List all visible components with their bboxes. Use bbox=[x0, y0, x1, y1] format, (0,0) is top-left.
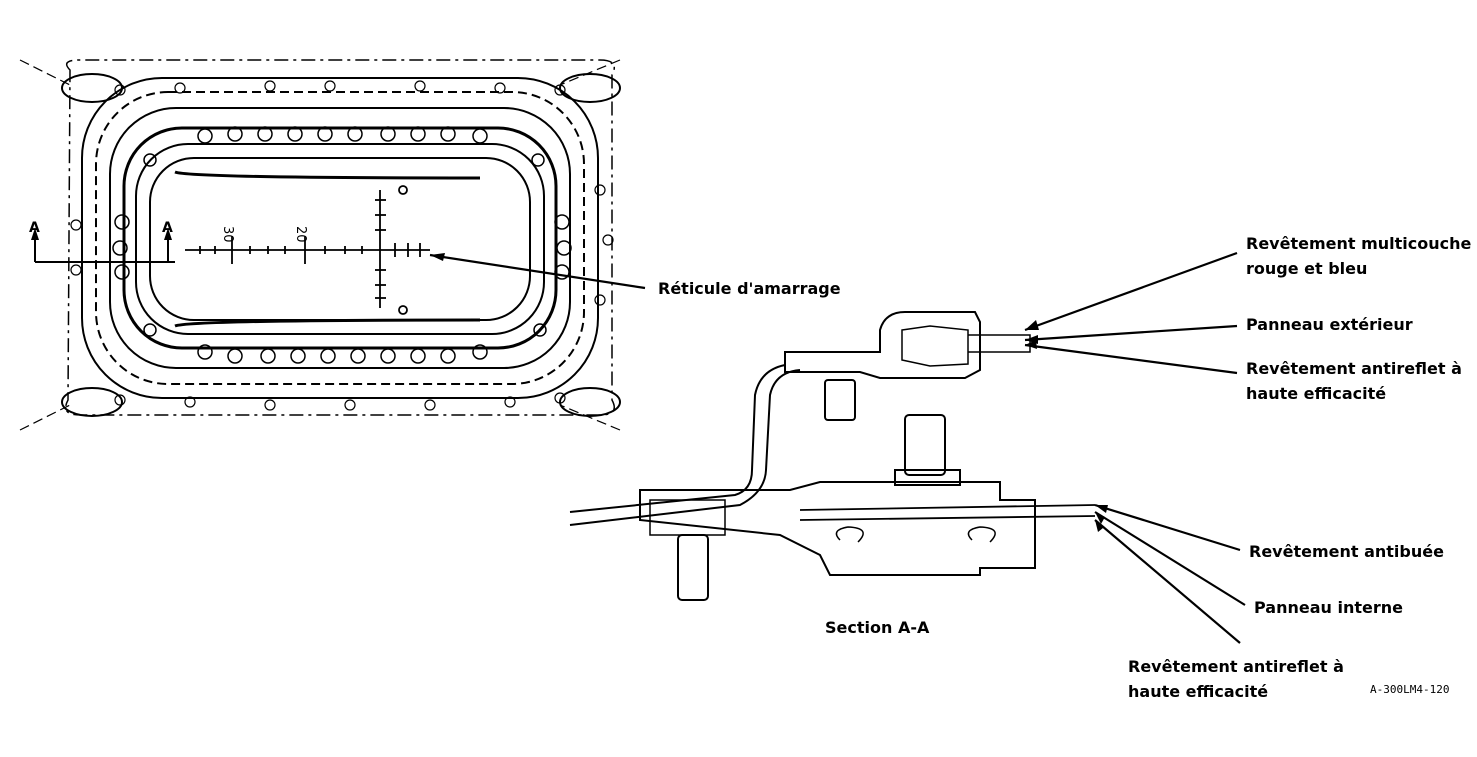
label-multilayer-line2: rouge et bleu bbox=[1246, 259, 1368, 278]
label-antireflect-top-line1: Revêtement antireflet à bbox=[1246, 359, 1462, 378]
label-antireflect-bottom-line2: haute efficacité bbox=[1128, 682, 1269, 701]
rivets bbox=[70, 80, 614, 411]
label-reticle: Réticule d'amarrage bbox=[658, 279, 841, 298]
scale-label-30: 30 bbox=[220, 226, 235, 243]
frame-bolts bbox=[112, 126, 572, 364]
section-marker-right: A bbox=[162, 220, 173, 236]
label-multilayer-line1: Revêtement multicouche bbox=[1246, 234, 1472, 253]
section-title: Section A-A bbox=[825, 618, 930, 637]
scale-label-20: 20 bbox=[293, 226, 308, 243]
section-aa-drawing bbox=[569, 311, 1096, 601]
section-marker-left: A bbox=[29, 220, 40, 236]
window-frame bbox=[19, 59, 621, 431]
leader-lines bbox=[429, 251, 1246, 644]
label-outer-panel: Panneau extérieur bbox=[1246, 315, 1413, 334]
label-antifog: Revêtement antibuée bbox=[1249, 542, 1444, 561]
label-antireflect-bottom-line1: Revêtement antireflet à bbox=[1128, 657, 1344, 676]
label-antireflect-top-line2: haute efficacité bbox=[1246, 384, 1387, 403]
label-inner-panel: Panneau interne bbox=[1254, 598, 1403, 617]
docking-reticle bbox=[174, 170, 481, 328]
arrowheads bbox=[31, 228, 1108, 532]
section-cut-line bbox=[34, 238, 175, 263]
figure-code: A-300LM4-120 bbox=[1370, 683, 1450, 696]
